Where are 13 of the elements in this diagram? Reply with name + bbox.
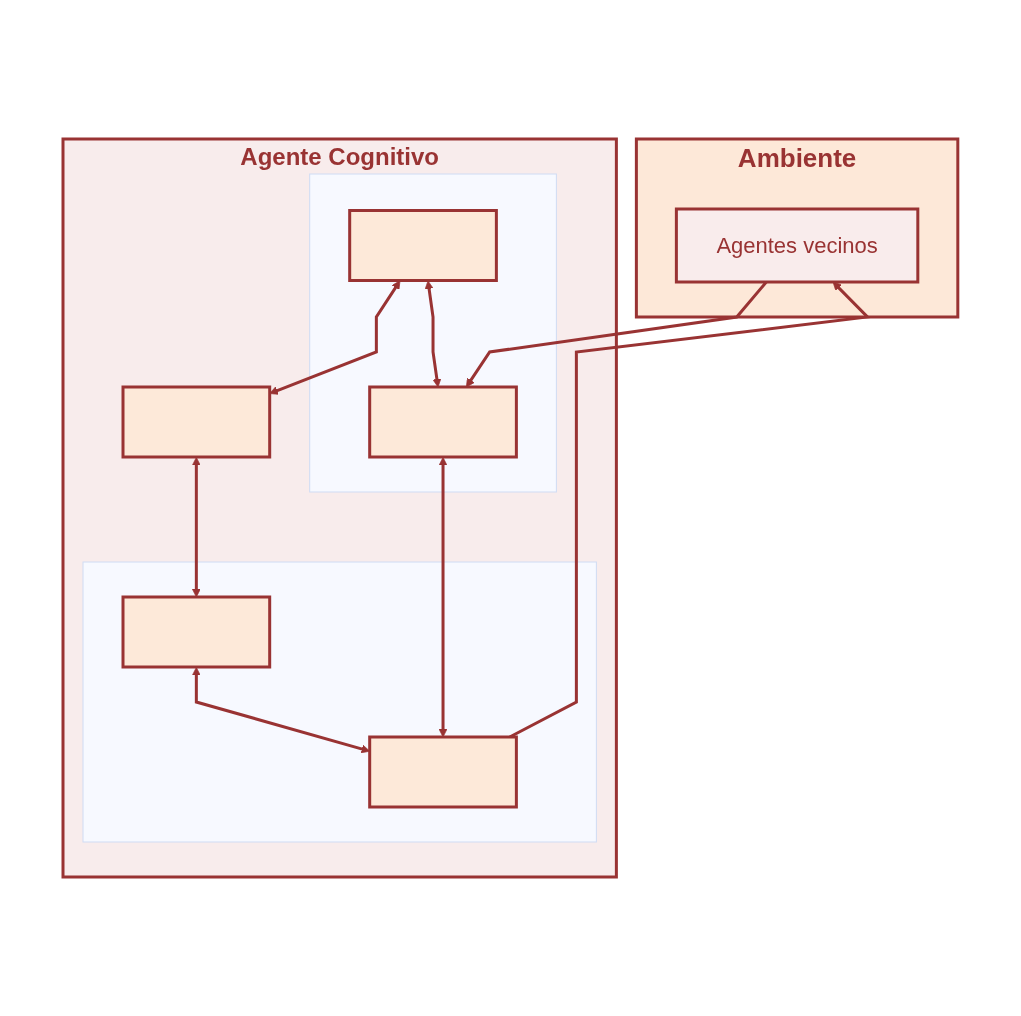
node-box [121,595,272,669]
arrow [424,280,442,388]
cluster [82,561,597,843]
node-box [121,385,272,459]
cluster: Agente Cognitivo [61,137,618,879]
node-box [368,385,518,459]
cluster [309,173,557,493]
node-box [368,735,518,809]
node-box: Agentes vecinos [674,207,920,284]
arrow [269,280,401,395]
arrow [438,457,448,738]
node-box [348,209,498,282]
arrow [192,457,201,598]
